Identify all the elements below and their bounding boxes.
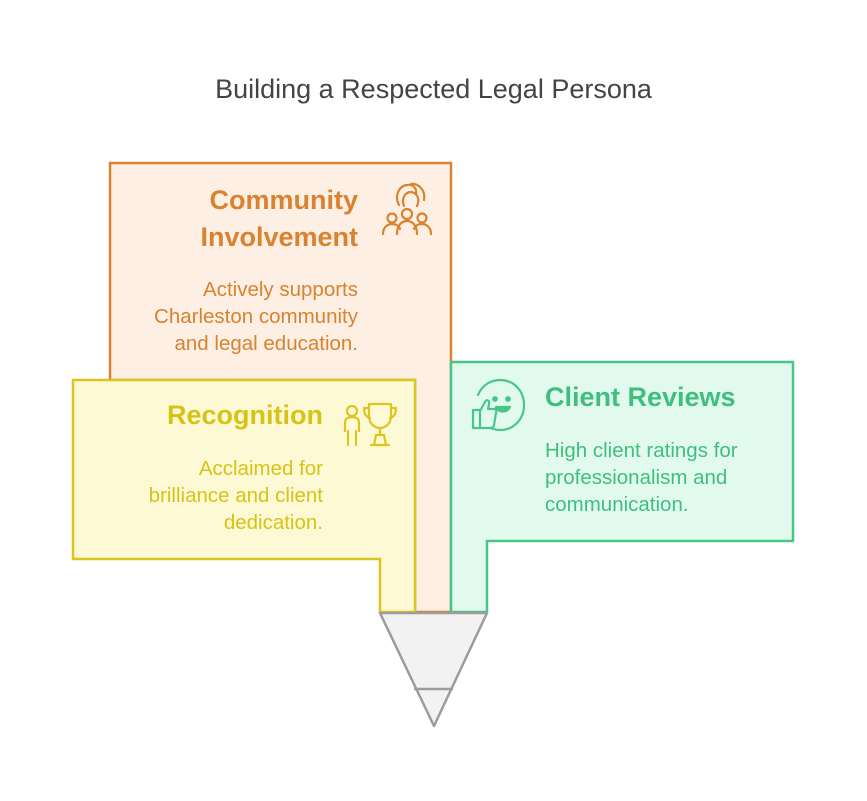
recognition-desc-line-2: brilliance and client — [148, 484, 323, 507]
community-title-line-1: Community — [209, 185, 359, 215]
community-title-line-2: Involvement — [200, 222, 358, 252]
recognition-desc-line-3: dedication. — [223, 511, 323, 534]
trophy-person-icon — [343, 402, 398, 447]
recognition-card-title: Recognition — [167, 400, 323, 430]
reviews-desc-line-2: professionalism and — [545, 466, 728, 489]
community-hands-icon — [381, 182, 433, 236]
community-desc-line-1: Actively supports — [203, 278, 358, 301]
reviews-card-title: Client Reviews — [545, 382, 736, 412]
recognition-card-description: Acclaimed for brilliance and client dedi… — [73, 455, 323, 536]
community-desc-line-2: Charleston community — [154, 305, 358, 328]
community-desc-line-3: and legal education. — [174, 332, 358, 355]
community-card-description: Actively supports Charleston community a… — [110, 276, 358, 357]
diagram-title: Building a Respected Legal Persona — [215, 74, 652, 104]
recognition-desc-line-1: Acclaimed for — [198, 457, 323, 480]
reviews-desc-line-1: High client ratings for — [545, 439, 738, 462]
community-card-title: Community Involvement — [110, 182, 358, 256]
smiley-thumbs-up-icon — [471, 378, 526, 432]
reviews-card-description: High client ratings for professionalism … — [545, 437, 785, 518]
reviews-desc-line-3: communication. — [545, 493, 689, 516]
funnel-icon — [378, 611, 489, 728]
